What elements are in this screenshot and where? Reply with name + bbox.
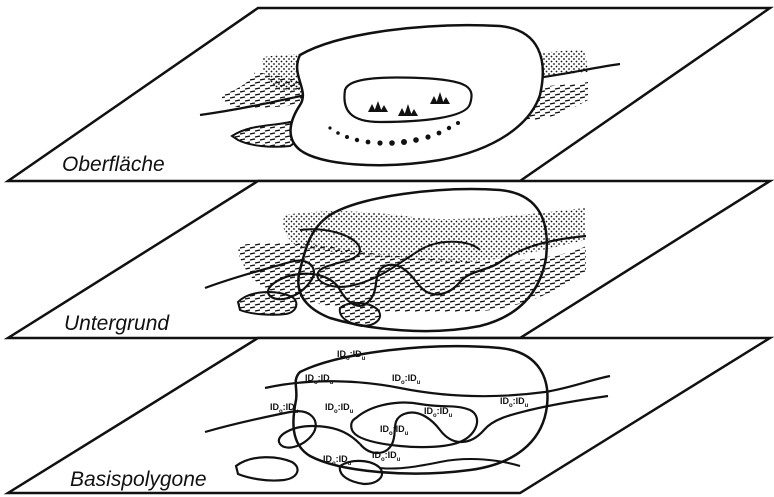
layer-label-oberflaeche: Oberfläche <box>62 153 165 176</box>
layer-label-untergrund: Untergrund <box>64 312 170 335</box>
layer-oberflaeche: Oberfläche <box>8 8 770 181</box>
wavy-lobe <box>238 292 296 315</box>
layer-untergrund: Untergrund <box>8 181 770 338</box>
layer-label-basispolygone: Basispolygone <box>70 468 207 491</box>
